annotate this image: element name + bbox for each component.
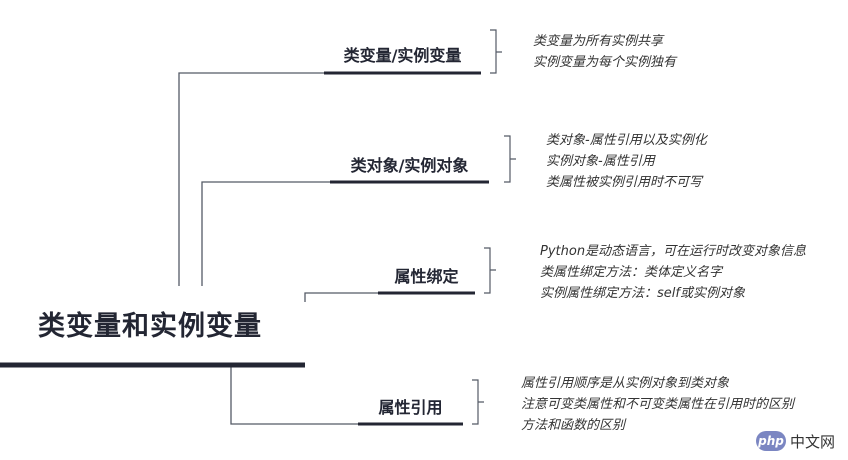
connector-branch-3	[304, 292, 378, 302]
root-title: 类变量和实例变量	[38, 311, 262, 342]
branch-label-attribute-binding: 属性绑定	[394, 267, 459, 286]
notes-branch-2: 类对象-属性引用以及实例化 实例对象-属性引用 类属性被实例引用时不可写	[546, 130, 707, 193]
bracket-branch-3	[484, 247, 496, 294]
note-text: 类变量为所有实例共享	[533, 34, 664, 49]
notes-branch-4: 属性引用顺序是从实例对象到类对象 注意可变类属性和不可变类属性在引用时的区别 方…	[521, 373, 794, 436]
note-text: Python是动态语言，可在运行时改变对象信息	[540, 244, 807, 259]
note-text: 注意可变类属性和不可变类属性在引用时的区别	[521, 397, 795, 412]
note-text: 实例属性绑定方法：self或实例对象	[540, 286, 745, 301]
notes-branch-1: 类变量为所有实例共享 实例变量为每个实例独有	[533, 31, 676, 73]
bracket-branch-1	[490, 29, 502, 74]
connector-branch-1	[178, 72, 324, 286]
note-text: 类对象-属性引用以及实例化	[546, 133, 707, 148]
notes-branch-3: Python是动态语言，可在运行时改变对象信息 类属性绑定方法：类体定义名字 实…	[540, 241, 806, 304]
note-text: 实例变量为每个实例独有	[533, 55, 677, 70]
bracket-branch-2	[504, 135, 516, 183]
branch-label-class-instance-objects: 类对象/实例对象	[350, 156, 469, 175]
note-text: 方法和函数的区别	[521, 418, 626, 433]
connector-branch-2	[201, 181, 330, 286]
note-text: 属性引用顺序是从实例对象到类对象	[521, 376, 730, 391]
branch-label-class-instance-variables: 类变量/实例变量	[343, 46, 462, 65]
watermark-text: 中文网	[790, 432, 836, 451]
branch-label-attribute-reference: 属性引用	[378, 398, 443, 417]
php-logo-icon: php	[756, 431, 786, 451]
connector-branch-4	[230, 366, 358, 425]
watermark-logo: php 中文网	[756, 430, 835, 452]
bracket-branch-4	[472, 379, 484, 425]
note-text: 类属性绑定方法：类体定义名字	[540, 265, 723, 280]
note-text: 类属性被实例引用时不可写	[546, 175, 703, 190]
note-text: 实例对象-属性引用	[546, 154, 655, 169]
